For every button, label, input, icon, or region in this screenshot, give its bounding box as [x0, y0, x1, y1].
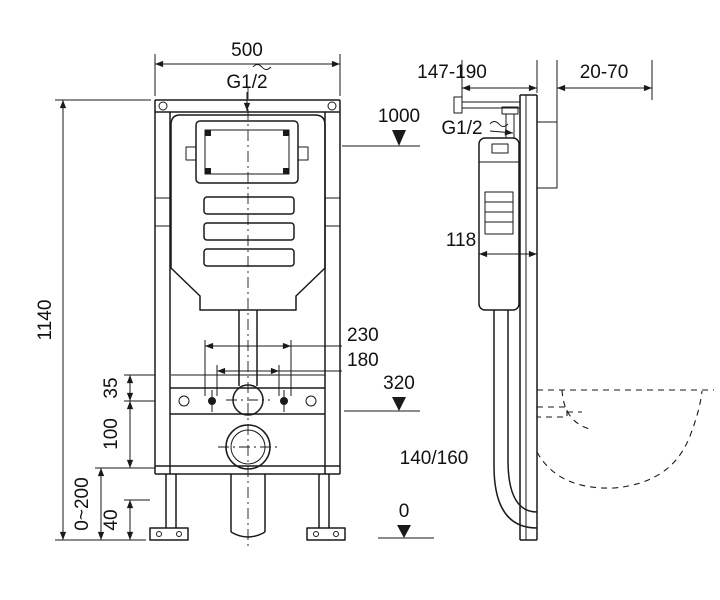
- crossbar-hole-right: [305, 395, 317, 407]
- inlet-label-front: G1/2: [226, 72, 267, 93]
- dim-100-label: 100: [101, 418, 122, 450]
- panel-clip-left: [185, 146, 197, 161]
- level-320: 320: [344, 373, 420, 412]
- dim-35-label: 35: [101, 377, 122, 398]
- panel-clip-right: [297, 146, 309, 161]
- outlet-elbow-outer: [493, 465, 538, 529]
- dim-35: 35: [101, 374, 155, 402]
- water-wave-icon-side: [489, 121, 509, 127]
- wall-section-hatch: [536, 121, 558, 189]
- dim-bolt-180: 180: [216, 350, 379, 396]
- access-panel-inner: [204, 129, 290, 175]
- dim-100: 100: [95, 401, 155, 469]
- dim-40: 40: [101, 499, 150, 540]
- front-view: 500 G1/2 1140 1000 230: [35, 40, 420, 548]
- dim-0-200: 0~200: [72, 468, 105, 540]
- inlet-fitting: [501, 106, 519, 115]
- dim-0-200-label: 0~200: [72, 477, 93, 530]
- cistern-body: [170, 114, 326, 311]
- frame-screw-left: [158, 101, 168, 111]
- foot-plate-right: [306, 527, 346, 541]
- level-320-arrow: [392, 397, 406, 411]
- fixing-bolt-right: [280, 397, 288, 405]
- level-0: 0: [378, 501, 434, 539]
- fill-valve: [484, 191, 514, 235]
- front-legs: [149, 474, 346, 541]
- inlet-arrow-side: [489, 129, 514, 136]
- side-view: 147-190 20-70 G1/2 118 140/160 0: [378, 60, 714, 541]
- foot-plate-left: [149, 527, 189, 541]
- dim-118: 118: [446, 230, 537, 258]
- crossbar-hole-left: [178, 395, 190, 407]
- side-rail: [453, 94, 558, 541]
- level-0-arrow: [397, 525, 411, 538]
- dim-depth-147-190: 147-190: [417, 60, 538, 97]
- fixing-stud: [536, 406, 568, 418]
- toilet-bowl-outline: [536, 389, 714, 489]
- frame-screw-right: [327, 101, 337, 111]
- dim-width-500: 500: [154, 40, 341, 96]
- cistern-slot-2: [203, 222, 295, 241]
- wall-bracket-right: [324, 197, 341, 227]
- dim-40-label: 40: [101, 509, 122, 530]
- side-pipework: [493, 310, 538, 529]
- dim-inlet-front: G1/2: [226, 64, 272, 111]
- dim-wall-label: 20-70: [580, 62, 629, 83]
- side-cistern: [478, 106, 520, 311]
- cistern-slot-3: [203, 248, 295, 267]
- dim-bolt-180-label: 180: [347, 350, 379, 371]
- dim-bolt-230: 230: [204, 325, 379, 396]
- cistern-slot-1: [203, 196, 295, 215]
- level-1000-label: 1000: [378, 106, 420, 127]
- actuator-rod-end: [453, 96, 463, 114]
- front-frame: [154, 99, 341, 475]
- water-wave-icon: [252, 64, 272, 70]
- outlet-elbow-inner: [507, 459, 538, 513]
- level-320-label: 320: [383, 373, 415, 394]
- level-0-label: 0: [399, 501, 410, 522]
- dim-depth-label: 147-190: [417, 62, 487, 83]
- inlet-label-side: G1/2: [441, 118, 482, 139]
- dim-wall-20-70: 20-70: [556, 60, 653, 122]
- level-1000-arrow: [392, 130, 406, 146]
- level-1000: 1000: [342, 106, 420, 147]
- bowl-profile: [536, 390, 703, 489]
- outlet-pipe-bottom: [230, 531, 266, 538]
- front-cistern: [170, 114, 326, 311]
- dim-bolt-230-label: 230: [347, 325, 379, 346]
- dim-height-label: 1140: [35, 300, 56, 341]
- outlet-size-label: 140/160: [400, 448, 469, 469]
- label-outlet-140-160: 140/160: [400, 448, 469, 469]
- wall-bracket-left: [154, 197, 171, 227]
- dim-height-1140: 1140: [35, 99, 151, 541]
- dim-inlet-side: G1/2: [441, 118, 514, 139]
- dim-118-label: 118: [446, 230, 476, 251]
- cistern-profile: [478, 137, 520, 311]
- fixing-bolt-left: [208, 397, 216, 405]
- dim-width-label: 500: [231, 40, 263, 61]
